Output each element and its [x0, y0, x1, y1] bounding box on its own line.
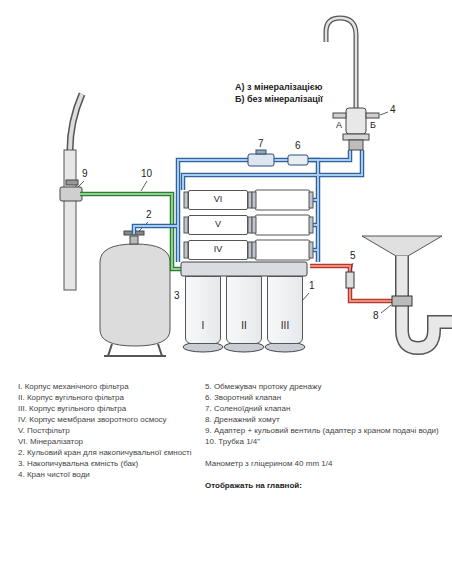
note-text: Отображать на главной: — [205, 480, 443, 491]
supply-pipe — [64, 150, 76, 290]
legend-text: 5. Обмежувач протоку дренажу — [205, 381, 443, 392]
drawing-part — [309, 192, 313, 208]
leader-line — [78, 181, 84, 187]
legend-text: II. Корпус вугільного фільтра — [18, 392, 200, 403]
legend-text: VI. Мінералізатор — [18, 436, 200, 447]
drawing-part — [255, 190, 310, 210]
drawing-part — [248, 217, 252, 233]
legend-text: 3. Накопичувальна ємність (бак) — [18, 458, 200, 469]
sink-drain — [362, 236, 442, 256]
callout-number: 7 — [258, 138, 264, 150]
callout-number: 5 — [350, 250, 356, 262]
variant-letter: А — [336, 120, 342, 131]
drain-tube — [310, 266, 392, 301]
drawing-part — [309, 217, 313, 233]
drain-clamp — [392, 296, 412, 306]
drawing-part — [248, 242, 252, 258]
legend-text: I. Корпус механічного фільтра — [18, 381, 200, 392]
variant-note: Б) без мінералізації — [235, 94, 323, 105]
leader-line — [381, 305, 391, 313]
solenoid-coil — [256, 150, 266, 154]
faucet-handle — [366, 113, 379, 118]
clean-water-tubes — [134, 150, 362, 262]
callout-number: 4 — [390, 104, 396, 116]
cartridge-box: V — [188, 215, 248, 235]
clean-water-tubes-inner — [134, 150, 362, 262]
part-numeral: II — [241, 320, 247, 331]
legend-text: 8. Дренажний хомут — [205, 414, 443, 425]
drawing-part — [183, 150, 362, 190]
filter-housing: I — [185, 276, 221, 344]
cartridge-caps — [252, 192, 313, 258]
right-cartridges — [255, 190, 310, 260]
check-valve — [288, 155, 308, 165]
faucet-nut — [349, 140, 363, 150]
drawing-part — [252, 192, 256, 208]
tank-stand — [104, 344, 166, 356]
legend-text: 10. Трубка 1/4" — [205, 436, 443, 447]
legend-text: III. Корпус вугільного фільтра — [18, 403, 200, 414]
drawing-part — [310, 160, 318, 178]
callout-number: 6 — [295, 140, 301, 152]
drawing-part — [183, 150, 362, 190]
filter-housing: II — [226, 276, 262, 344]
faucet-body — [346, 108, 366, 134]
flow-restrictor — [346, 272, 354, 288]
drawing-part — [134, 226, 178, 234]
drawing-part — [255, 215, 310, 235]
faucet-handle — [333, 113, 346, 118]
legend-text: Манометр з гліцерином 40 mm 1/4 — [205, 458, 443, 469]
variant-note: А) з мінералізацією — [235, 82, 322, 93]
leader-line — [380, 112, 388, 115]
legend-text: 2. Кульовий кран для накопичувальної ємн… — [18, 447, 200, 458]
callout-number: 3 — [174, 290, 180, 302]
legend-text: 6. Зворотний клапан — [205, 392, 443, 403]
legend-text: 4. Кран чистої води — [18, 469, 200, 480]
filter-housing: III — [267, 276, 303, 344]
drawing-part — [178, 150, 350, 262]
hose-inner — [70, 94, 82, 150]
housing-manifold — [181, 262, 307, 276]
feed-tube-inner — [80, 194, 181, 269]
drawing-part — [255, 240, 310, 260]
valve-handle — [66, 180, 78, 185]
part-numeral: VI — [214, 195, 223, 205]
cartridge-box: IV — [188, 240, 248, 260]
callout-number: 9 — [82, 168, 88, 180]
drawing-part — [178, 150, 350, 262]
storage-tank — [100, 244, 170, 346]
part-numeral: I — [202, 320, 205, 331]
cartridge-box: VI — [188, 190, 248, 210]
adapter — [60, 187, 82, 201]
feed-tube — [80, 194, 181, 269]
legend-text: V. Постфільтр — [18, 425, 200, 436]
callout-number: 1 — [309, 280, 315, 292]
leader-line — [302, 293, 309, 301]
callout-number: 8 — [373, 310, 379, 322]
drawing-part — [134, 226, 178, 234]
solenoid-valve — [248, 154, 274, 166]
hose — [70, 94, 82, 150]
callout-number: 2 — [146, 209, 152, 221]
part-numeral: V — [215, 220, 221, 230]
drawing-part — [252, 242, 256, 258]
drawing-part — [248, 192, 252, 208]
leader-line — [141, 181, 147, 191]
tank-valve — [130, 236, 138, 244]
drawing-part — [252, 217, 256, 233]
part-numeral: III — [281, 320, 289, 331]
callout-number: 10 — [141, 168, 152, 180]
variant-letter: Б — [370, 120, 376, 131]
legend-text: IV. Корпус мембрани зворотного осмосу — [18, 414, 200, 425]
part-numeral: IV — [214, 245, 223, 255]
drain-tube-inner — [310, 266, 392, 301]
faucet-base — [343, 134, 369, 140]
leader-line — [351, 263, 353, 271]
legend-text: 7. Соленоїдний клапан — [205, 403, 443, 414]
drawing-part — [309, 242, 313, 258]
legend-text: 9. Адаптер + кульовий вентиль (адаптер з… — [205, 425, 443, 436]
